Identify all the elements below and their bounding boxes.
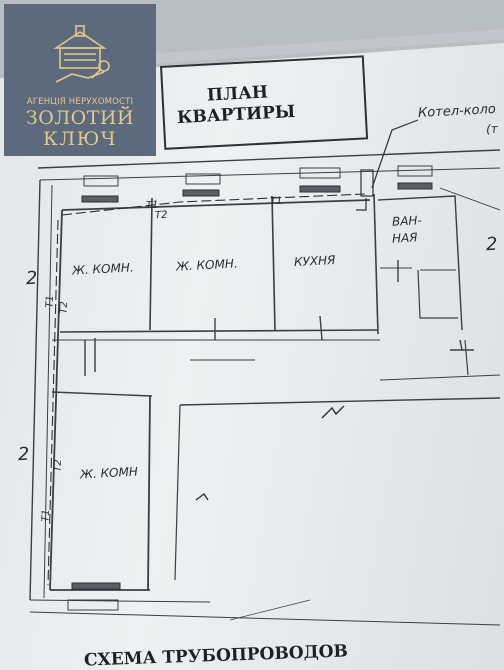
pipe-t1-label-2: Т1 [269, 195, 283, 208]
pipe-t1-label-4: Т1 [40, 509, 52, 522]
boiler-paren-label: (т [485, 121, 499, 137]
logo-agency-text: АГЕНЦІЯ НЕРУХОМОСТІ [26, 97, 134, 107]
house-key-icon [53, 25, 110, 83]
logo-brand-line2: КЛЮЧ [43, 128, 117, 150]
logo-brand-line1: ЗОЛОТИЙ [25, 107, 135, 129]
mark-2-left-top: 2 [25, 267, 38, 290]
pipe-t2-label-4: Т2 [52, 459, 64, 472]
pipe-t1-label-3: Т1 [44, 295, 56, 308]
pipe-t2-label: Т2 [154, 209, 168, 222]
bathroom-label-line2: НАЯ [391, 230, 418, 246]
agency-logo: АГЕНЦІЯ НЕРУХОМОСТІ ЗОЛОТИЙ КЛЮЧ [4, 4, 156, 156]
mark-2-right: 2 [485, 233, 498, 256]
plan-title-line1: ПЛАН [206, 82, 269, 106]
pipe-t2-label-3: Т2 [58, 301, 70, 314]
kitchen-label: КУХНЯ [293, 252, 336, 270]
mark-2-left-bottom: 2 [17, 443, 30, 466]
bathroom-label-line1: ВАН- [391, 213, 423, 229]
